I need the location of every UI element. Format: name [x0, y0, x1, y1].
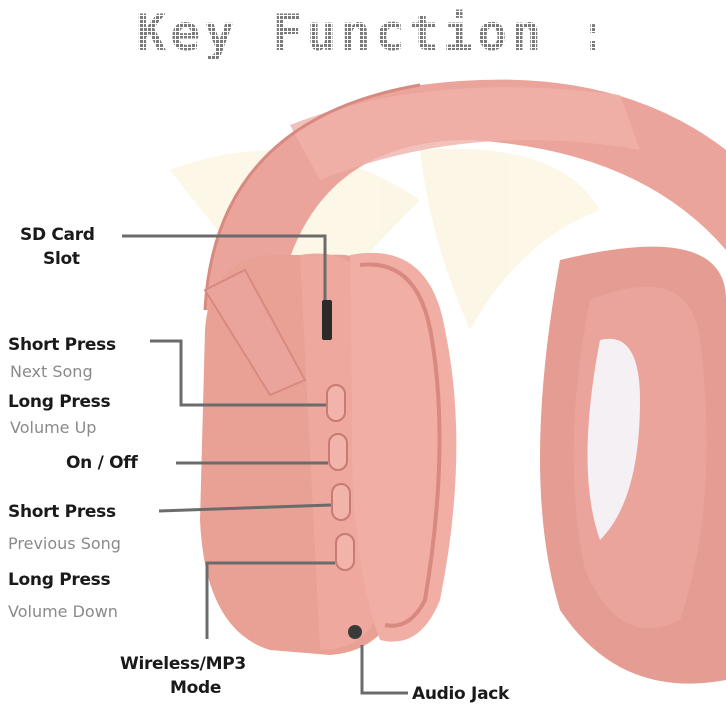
label-volume-down: Volume Down — [8, 602, 118, 621]
button-previous[interactable] — [331, 483, 351, 521]
label-long-press-down: Long Press — [8, 570, 111, 590]
page-title: Key Function : — [136, 8, 596, 60]
label-short-press-next: Short Press — [8, 335, 116, 355]
label-next-song: Next Song — [10, 362, 93, 381]
headband — [203, 79, 726, 320]
button-next[interactable] — [326, 384, 346, 422]
pointer-previous — [158, 503, 332, 513]
page-title-text: Key Function : — [136, 8, 596, 60]
label-volume-up: Volume Up — [10, 418, 97, 437]
right-ear-cup — [540, 246, 726, 684]
pointer-next — [150, 339, 326, 407]
pointer-lines — [122, 234, 408, 695]
label-short-press-previous: Short Press — [8, 502, 116, 522]
pointer-audio-jack — [360, 645, 408, 695]
sd-card-slot[interactable] — [322, 300, 332, 340]
button-power[interactable] — [328, 433, 348, 471]
pointer-sd-card — [122, 234, 327, 300]
label-audio-jack: Audio Jack — [412, 684, 510, 704]
audio-jack-port[interactable] — [348, 625, 362, 639]
label-long-press-up: Long Press — [8, 392, 111, 412]
button-mode[interactable] — [335, 533, 355, 571]
left-ear-cup — [200, 252, 457, 655]
label-wireless-line1: Wireless/MP3 — [120, 654, 246, 674]
label-wireless-line2: Mode — [170, 678, 222, 698]
pointer-mode — [205, 561, 335, 639]
label-on-off: On / Off — [66, 453, 138, 473]
label-sd-card-line1: SD Card — [20, 225, 95, 245]
label-previous-song: Previous Song — [8, 534, 121, 553]
label-sd-card-line2: Slot — [43, 249, 80, 269]
